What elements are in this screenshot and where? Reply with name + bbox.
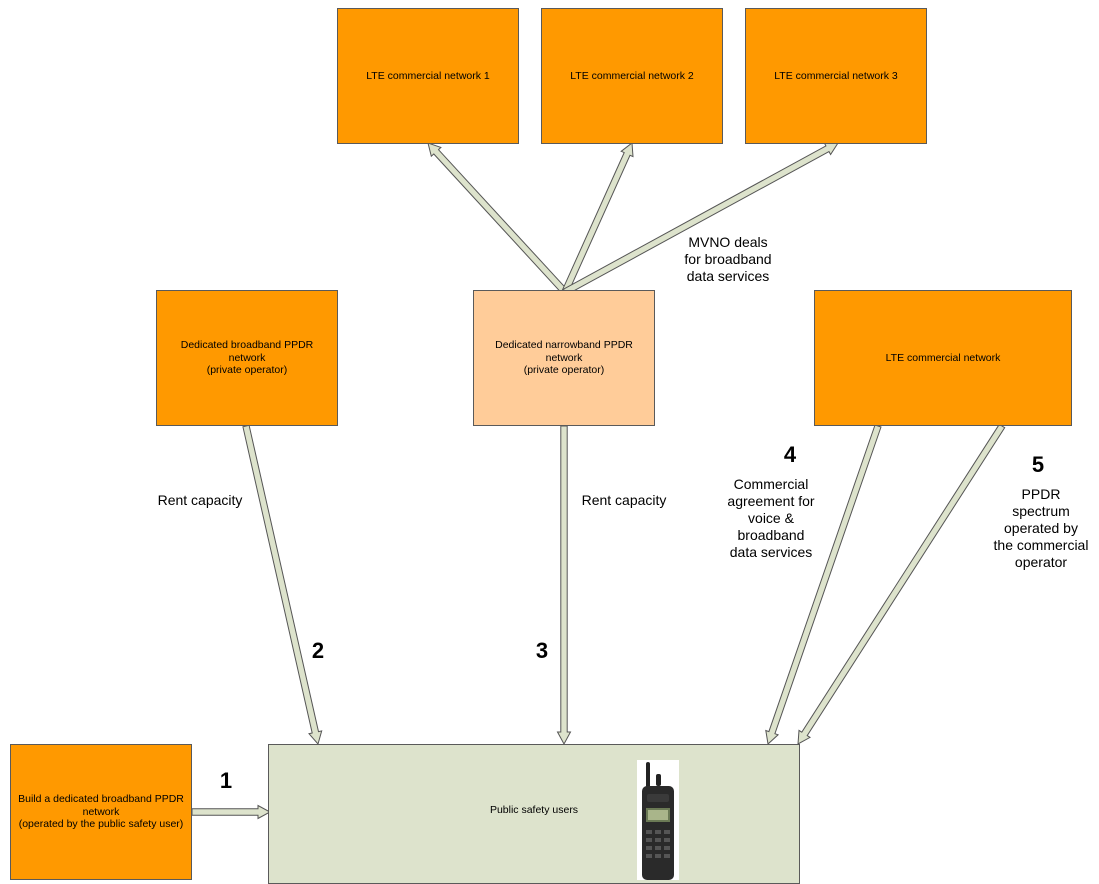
lte-commercial-network-2-box: LTE commercial network 2 [541, 8, 723, 144]
public-safety-users-label: Public safety users [489, 803, 579, 816]
build-dedicated-ppdr-box: Build a dedicated broadband PPDR network… [10, 744, 192, 880]
lte-commercial-network-3-label: LTE commercial network 3 [774, 69, 898, 82]
dedicated-narrowband-ppdr-box: Dedicated narrowband PPDR network (priva… [473, 290, 655, 426]
option-number-4: 4 [783, 442, 797, 467]
dedicated-broadband-ppdr-label: Dedicated broadband PPDR network (privat… [180, 339, 314, 377]
arrow-lte-to-users-4 [765, 424, 882, 745]
dedicated-narrowband-ppdr-label: Dedicated narrowband PPDR network (priva… [495, 339, 633, 377]
rent-capacity-label-2: Rent capacity [157, 492, 243, 508]
lte-commercial-network-label: LTE commercial network [885, 351, 1001, 364]
build-dedicated-ppdr-label: Build a dedicated broadband PPDR network… [18, 793, 184, 831]
option-number-1: 1 [219, 768, 233, 793]
arrow-narrowband-to-users [556, 425, 572, 746]
ppdr-spectrum-label: PPDR spectrum operated by the commercial… [993, 486, 1089, 570]
option-number-3: 3 [535, 638, 549, 663]
option-number-5: 5 [1031, 452, 1045, 477]
commercial-agreement-label: Commercial agreement for voice & broadba… [727, 476, 815, 560]
dedicated-broadband-ppdr-box: Dedicated broadband PPDR network (privat… [156, 290, 338, 426]
option-number-2: 2 [311, 638, 325, 663]
arrow-broadband-to-users [242, 424, 323, 746]
lte-commercial-network-box: LTE commercial network [814, 290, 1072, 426]
radio-handset-icon [637, 760, 679, 880]
mvno-deals-label: MVNO deals for broadband data services [684, 234, 772, 284]
arrow-lte-to-users-5 [797, 423, 1006, 745]
lte-commercial-network-1-label: LTE commercial network 1 [366, 69, 490, 82]
arrow-build-to-users [191, 804, 272, 820]
lte-commercial-network-1-box: LTE commercial network 1 [337, 8, 519, 144]
arrow-mvno-to-lte2 [561, 142, 634, 294]
arrow-mvno-to-lte1 [427, 142, 569, 295]
lte-commercial-network-2-label: LTE commercial network 2 [570, 69, 694, 82]
rent-capacity-label-3: Rent capacity [581, 492, 667, 508]
lte-commercial-network-3-box: LTE commercial network 3 [745, 8, 927, 144]
public-safety-users-box: Public safety users [268, 744, 800, 884]
